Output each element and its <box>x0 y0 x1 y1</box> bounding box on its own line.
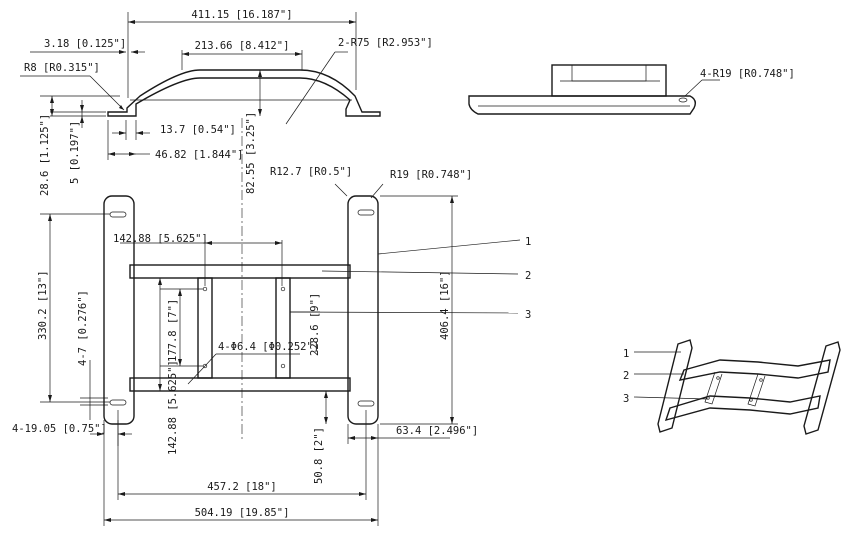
dim-13-7: 13.7 [0.54"] <box>160 124 236 136</box>
dim-142-88-side: 142.88 [5.625"] <box>167 360 179 455</box>
callout-2-plan: 2 <box>525 270 531 282</box>
dim-28-6: 28.6 [1.125"] <box>39 114 51 196</box>
dim-r12-7: R12.7 [R0.5"] <box>270 166 352 178</box>
callout-3-iso: 3 <box>623 393 629 405</box>
callout-2-iso: 2 <box>623 370 629 382</box>
dim-4-r19: 4-R19 [R0.748"] <box>700 68 795 80</box>
dim-330-2: 330.2 [13"] <box>37 270 49 340</box>
dim-82-55: 82.55 [3.25"] <box>245 112 257 194</box>
iso-side-view: 4-R19 [R0.748"] <box>468 64 795 115</box>
dim-4-19-05: 4-19.05 [0.75"] <box>12 423 107 435</box>
dim-r75: 2-R75 [R2.953"] <box>338 37 433 49</box>
dim-5: 5 [0.197"] <box>69 121 81 184</box>
dim-50-8: 50.8 [2"] <box>313 427 325 484</box>
dim-63-4: 63.4 [2.496"] <box>396 425 478 437</box>
dim-slot: 4-7 [0.276"] <box>77 290 89 366</box>
dim-46-82: 46.82 [1.844"] <box>155 149 244 161</box>
dim-inner-top: 213.66 [8.412"] <box>195 40 290 52</box>
dim-thickness: 3.18 [0.125"] <box>44 38 126 50</box>
plan-view: R12.7 [R0.5"] R19 [R0.748"] 142.88 [5.62… <box>12 118 531 526</box>
callout-3-plan: 3 <box>525 309 531 321</box>
dim-406-4: 406.4 [16"] <box>439 270 451 340</box>
profile-view: 411.15 [16.187"] 213.66 [8.412"] 3.18 [0… <box>20 9 433 196</box>
dim-holes: 4-Φ6.4 [Φ0.252"] <box>218 341 319 353</box>
dim-457-2: 457.2 [18"] <box>207 481 277 493</box>
dim-228-6: 228.6 [9"] <box>309 293 321 356</box>
dim-142-88-top: 142.88 [5.625"] <box>113 233 208 245</box>
dim-504-19: 504.19 [19.85"] <box>195 507 290 519</box>
callout-1-plan: 1 <box>525 236 531 248</box>
dim-177-8: 177.8 [7"] <box>167 299 179 362</box>
dim-r8: R8 [R0.315"] <box>24 62 100 74</box>
iso-bracket-view: 1 2 3 <box>623 339 841 435</box>
callout-1-iso: 1 <box>623 348 629 360</box>
dim-overall-top: 411.15 [16.187"] <box>191 9 292 21</box>
dim-r19: R19 [R0.748"] <box>390 169 472 181</box>
